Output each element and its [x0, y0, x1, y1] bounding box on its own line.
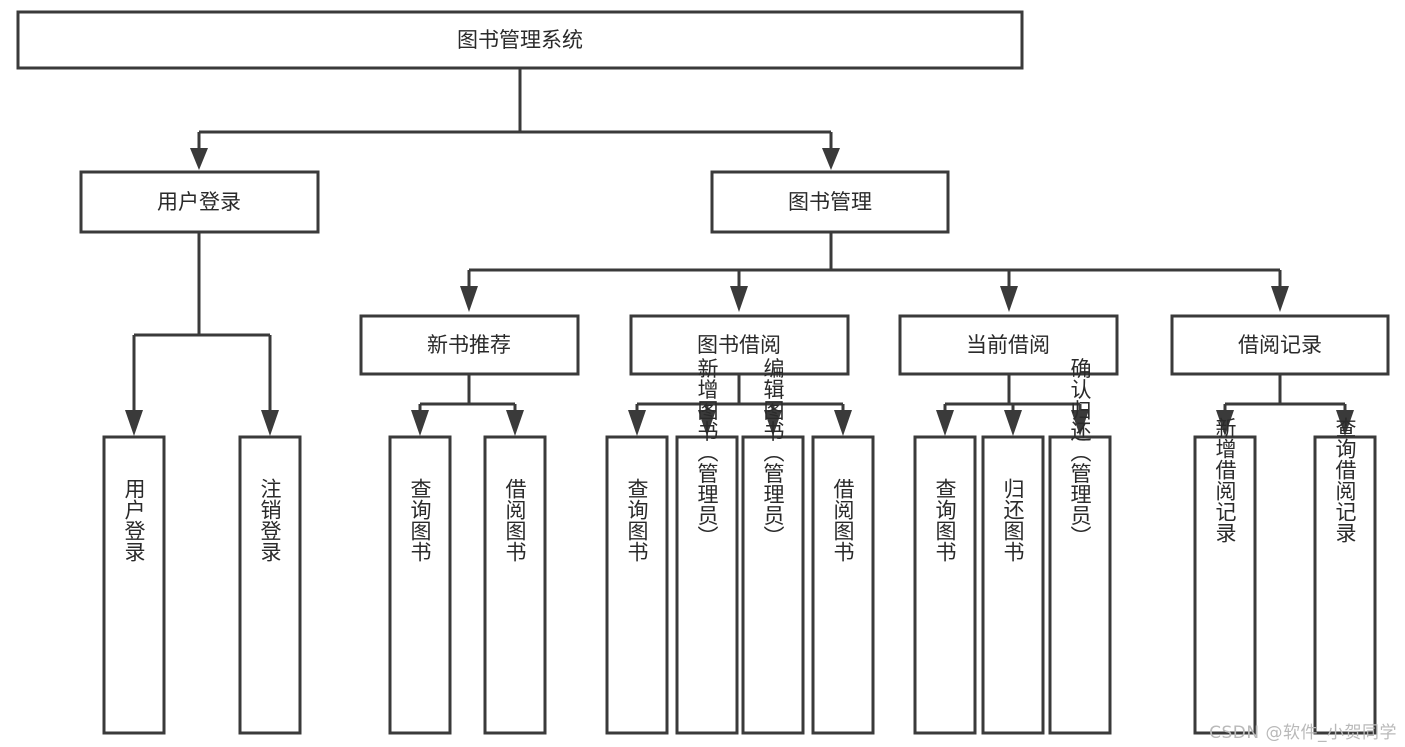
- leaf-label: 编辑图书（管理员）: [761, 358, 785, 547]
- leaf-book-borrow-3[interactable]: 借阅图书: [811, 435, 875, 735]
- leaf-borrow-record-0[interactable]: 新增借阅记录: [1193, 417, 1257, 735]
- node-book-borrow-label: 图书借阅: [697, 333, 781, 357]
- node-book-management-label: 图书管理: [788, 190, 872, 214]
- node-user-login-box: [79, 170, 320, 234]
- connector-currentborrow-to-leaves: [936, 374, 1089, 436]
- leaf-box: [483, 435, 547, 735]
- leaf-box: [981, 435, 1045, 735]
- leaf-label: 确认归还（管理员）: [1068, 358, 1092, 547]
- leaf-label: 新增借阅记录: [1213, 417, 1237, 543]
- node-user-login[interactable]: 用户登录: [79, 170, 320, 234]
- leaf-new-book-recommend-0[interactable]: 查询图书: [388, 435, 452, 735]
- leaf-label: 新增图书（管理员）: [695, 358, 719, 547]
- node-book-management[interactable]: 图书管理: [710, 170, 950, 234]
- leaf-new-book-recommend-1[interactable]: 借阅图书: [483, 435, 547, 735]
- leaf-box: [388, 435, 452, 735]
- leaf-label: 查询图书: [625, 478, 649, 562]
- leaf-book-borrow-1[interactable]: 新增图书（管理员）: [675, 358, 739, 735]
- leaf-label: 借阅图书: [503, 478, 527, 562]
- leaf-box: [1313, 435, 1377, 735]
- node-root-box: [16, 10, 1024, 70]
- node-new-book-recommend-box: [359, 314, 580, 376]
- connector-borrowrecord-to-leaves: [1216, 374, 1354, 436]
- leaf-box: [1048, 435, 1112, 735]
- leaf-book-borrow-0[interactable]: 查询图书: [605, 435, 669, 735]
- leaf-label: 用户登录: [122, 478, 146, 562]
- leaf-box: [605, 435, 669, 735]
- leaf-current-borrow-2[interactable]: 确认归还（管理员）: [1048, 358, 1112, 735]
- connector-userlogin-to-leaves: [125, 232, 279, 436]
- leaf-user-login-1[interactable]: 注销登录: [238, 435, 302, 735]
- connector-newbook-to-leaves: [411, 374, 524, 436]
- node-current-borrow-label: 当前借阅: [966, 333, 1050, 357]
- leaf-current-borrow-1[interactable]: 归还图书: [981, 435, 1045, 735]
- leaf-label: 查询借阅记录: [1333, 417, 1357, 543]
- leaf-box: [238, 435, 302, 735]
- leaf-box: [741, 435, 805, 735]
- leaf-label: 归还图书: [1001, 478, 1025, 562]
- node-borrow-record[interactable]: 借阅记录: [1170, 314, 1390, 376]
- node-new-book-recommend-label: 新书推荐: [427, 333, 511, 357]
- node-book-borrow-box: [629, 314, 850, 376]
- node-current-borrow[interactable]: 当前借阅: [898, 314, 1119, 376]
- node-book-borrow[interactable]: 图书借阅: [629, 314, 850, 376]
- node-user-login-label: 用户登录: [157, 190, 241, 214]
- node-book-management-box: [710, 170, 950, 234]
- leaf-user-login-0[interactable]: 用户登录: [102, 435, 166, 735]
- leaf-book-borrow-2[interactable]: 编辑图书（管理员）: [741, 358, 805, 735]
- leaf-label: 借阅图书: [831, 478, 855, 562]
- node-current-borrow-box: [898, 314, 1119, 376]
- node-root-label: 图书管理系统: [457, 28, 583, 52]
- connector-bookmgmt-to-level3: [460, 232, 1289, 312]
- leaf-box: [811, 435, 875, 735]
- node-root[interactable]: 图书管理系统: [16, 10, 1024, 70]
- leaf-label: 查询图书: [408, 478, 432, 562]
- connector-root-to-level2: [190, 69, 840, 170]
- csdn-watermark: CSDN @软件_小贺同学: [1209, 723, 1397, 743]
- node-borrow-record-box: [1170, 314, 1390, 376]
- leaf-current-borrow-0[interactable]: 查询图书: [913, 435, 977, 735]
- leaf-box: [1193, 435, 1257, 735]
- leaf-label: 查询图书: [933, 478, 957, 562]
- node-borrow-record-label: 借阅记录: [1238, 333, 1322, 357]
- leaf-borrow-record-1[interactable]: 查询借阅记录: [1313, 417, 1377, 735]
- leaf-label: 注销登录: [258, 478, 282, 562]
- connector-bookborrow-to-leaves: [628, 374, 852, 436]
- leaf-box: [913, 435, 977, 735]
- leaf-box: [102, 435, 166, 735]
- node-new-book-recommend[interactable]: 新书推荐: [359, 314, 580, 376]
- leaf-box: [675, 435, 739, 735]
